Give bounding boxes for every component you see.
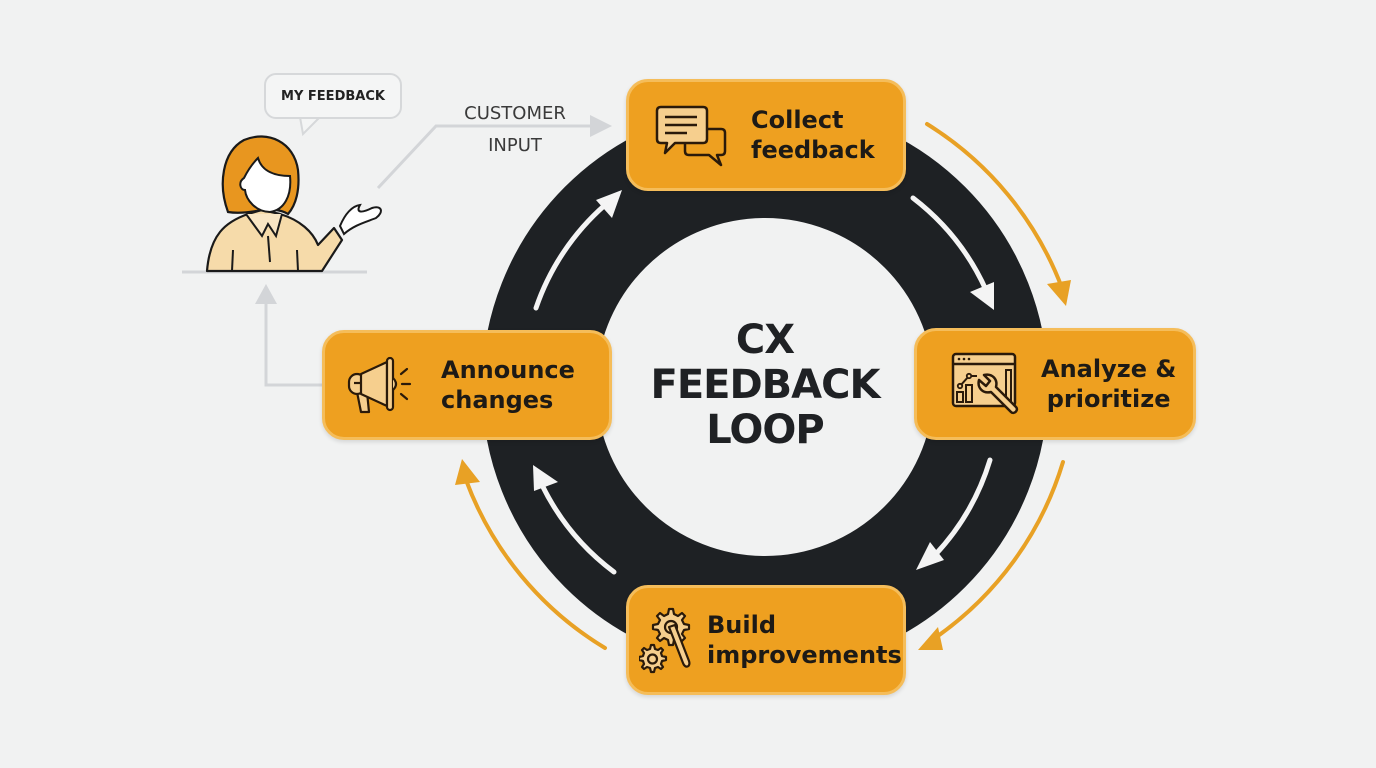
gears-screwdriver-icon: [639, 607, 691, 674]
title-line-3: LOOP: [706, 407, 824, 453]
inner-arrow-analyze-to-build: [916, 457, 993, 570]
stage-label: Collect feedback: [751, 105, 875, 165]
title-line-1: CX: [735, 317, 795, 363]
speech-bubble-tail: [298, 116, 323, 137]
outer-arrow-build-to-announce: [455, 459, 607, 650]
customer-input-line-2: INPUT: [488, 135, 542, 156]
outer-arrow-collect-to-analyze: [925, 122, 1071, 306]
stage-label-line-1: Analyze &: [1041, 355, 1177, 383]
inner-arrow-collect-to-analyze: [910, 195, 994, 310]
stage-label-line-2: prioritize: [1046, 385, 1171, 413]
stage-label-line-1: Collect: [751, 106, 844, 134]
speech-bubble: MY FEEDBACK: [264, 73, 402, 119]
stage-collect-feedback[interactable]: Collect feedback: [626, 79, 906, 191]
customer-input-connector: [376, 115, 612, 190]
outer-arrow-analyze-to-build: [918, 460, 1065, 650]
title-line-2: FEEDBACK: [650, 362, 881, 408]
stage-label: Announce changes: [441, 355, 575, 415]
stage-label: Build improvements: [707, 610, 902, 670]
stage-announce-changes[interactable]: Announce changes: [322, 330, 612, 440]
stage-label: Analyze & prioritize: [1041, 354, 1176, 414]
stage-label-line-2: changes: [441, 386, 554, 414]
stage-analyze-prioritize[interactable]: Analyze & prioritize: [914, 328, 1196, 440]
inner-arrow-announce-to-collect: [533, 190, 622, 311]
stage-label-line-1: Build: [707, 611, 777, 639]
stage-label-line-2: improvements: [707, 641, 902, 669]
inner-arrow-build-to-announce: [533, 465, 617, 575]
stage-build-improvements[interactable]: Build improvements: [626, 585, 906, 695]
announce-to-customer-connector: [255, 284, 325, 387]
diagram-title: CX FEEDBACK LOOP: [615, 318, 915, 453]
speech-bubble-text: MY FEEDBACK: [281, 88, 385, 104]
customer-input-line-1: CUSTOMER: [464, 103, 566, 124]
stage-label-line-1: Announce: [441, 356, 575, 384]
customer-input-label: CUSTOMER INPUT: [440, 98, 590, 162]
megaphone-icon: [347, 356, 412, 414]
customer-illustration: [182, 135, 382, 274]
stage-label-line-2: feedback: [751, 136, 875, 164]
analytics-wrench-icon: [951, 352, 1019, 415]
chat-bubbles-icon: [655, 105, 727, 167]
